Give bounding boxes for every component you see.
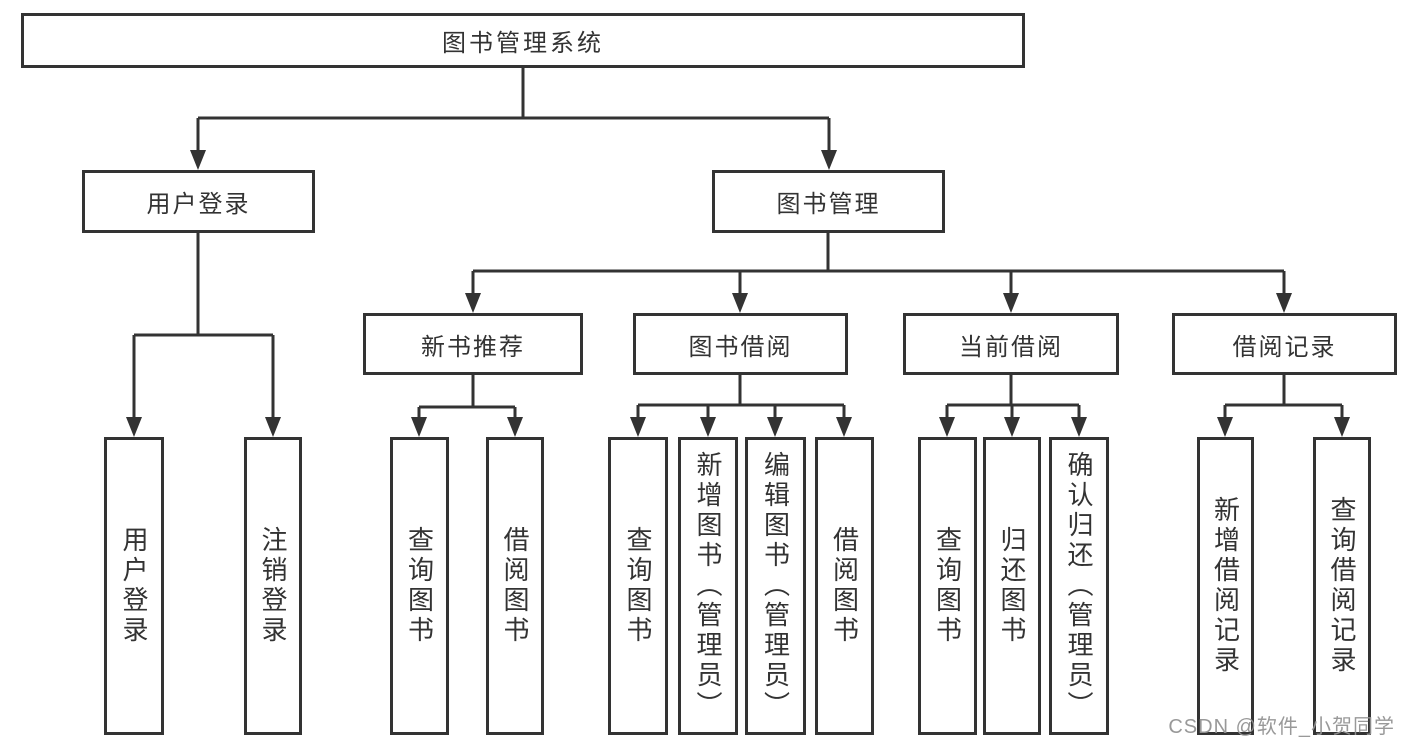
leaf-bb-query-books-label: 查询图书 bbox=[623, 526, 653, 646]
node-new-book-recommendation: 新书推荐 bbox=[363, 313, 583, 375]
leaf-cb-query-books-label: 查询图书 bbox=[932, 526, 963, 646]
connector-new-book-children bbox=[417, 375, 517, 421]
leaf-cb-return-books: 归还图书 bbox=[983, 437, 1041, 735]
leaf-nbr-query-books-label: 查询图书 bbox=[404, 526, 435, 646]
leaf-logout-label: 注销登录 bbox=[258, 526, 288, 646]
leaf-bb-add-books-admin: 新增图书（管理员） bbox=[678, 437, 738, 735]
leaf-cb-return-books-label: 归还图书 bbox=[997, 526, 1027, 646]
leaf-bb-query-books: 查询图书 bbox=[608, 437, 668, 735]
node-root: 图书管理系统 bbox=[21, 13, 1025, 68]
leaf-nbr-query-books: 查询图书 bbox=[390, 437, 449, 735]
node-current-borrowing: 当前借阅 bbox=[903, 313, 1119, 375]
leaf-bb-add-books-admin-label: 新增图书（管理员） bbox=[693, 451, 723, 721]
leaf-nbr-borrow-books-label: 借阅图书 bbox=[500, 526, 530, 646]
arrowheads bbox=[126, 150, 1350, 437]
connector-records-children bbox=[1223, 375, 1344, 421]
leaf-logout: 注销登录 bbox=[244, 437, 302, 735]
node-book-management: 图书管理 bbox=[712, 170, 945, 233]
connector-book-mgmt-children bbox=[471, 233, 1286, 297]
connector-current-children bbox=[945, 375, 1081, 421]
leaf-cb-confirm-return-admin: 确认归还（管理员） bbox=[1049, 437, 1109, 735]
leaf-user-login-label: 用户登录 bbox=[119, 526, 149, 646]
leaf-bb-borrow-books: 借阅图书 bbox=[815, 437, 874, 735]
leaf-cb-query-books: 查询图书 bbox=[918, 437, 977, 735]
leaf-cb-confirm-return-admin-label: 确认归还（管理员） bbox=[1064, 451, 1094, 721]
leaf-bb-edit-books-admin: 编辑图书（管理员） bbox=[745, 437, 806, 735]
csdn-watermark: CSDN @软件_小贺同学 bbox=[1168, 716, 1395, 738]
node-borrowing-records: 借阅记录 bbox=[1172, 313, 1397, 375]
leaf-br-add-record-label: 新增借阅记录 bbox=[1210, 496, 1241, 676]
leaf-nbr-borrow-books: 借阅图书 bbox=[486, 437, 544, 735]
leaf-user-login: 用户登录 bbox=[104, 437, 164, 735]
node-user-login: 用户登录 bbox=[82, 170, 315, 233]
leaf-bb-borrow-books-label: 借阅图书 bbox=[829, 526, 860, 646]
leaf-br-query-record: 查询借阅记录 bbox=[1313, 437, 1371, 735]
leaf-br-add-record: 新增借阅记录 bbox=[1197, 437, 1254, 735]
connector-user-login-children bbox=[132, 233, 275, 421]
leaf-bb-edit-books-admin-label: 编辑图书（管理员） bbox=[760, 451, 791, 721]
leaf-br-query-record-label: 查询借阅记录 bbox=[1327, 496, 1357, 676]
connector-root-to-level2 bbox=[196, 68, 831, 154]
node-book-borrowing: 图书借阅 bbox=[633, 313, 848, 375]
connector-borrowing-children bbox=[636, 375, 846, 421]
